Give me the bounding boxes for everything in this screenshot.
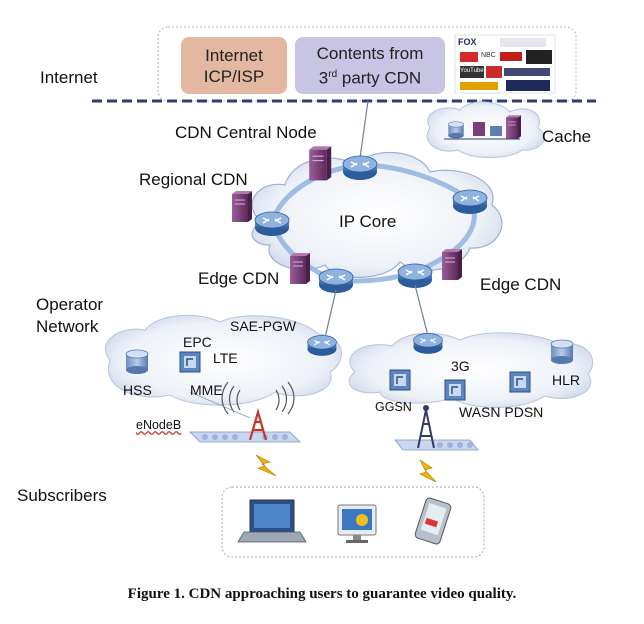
fox-logo: FOX [458,37,477,47]
icp-line1: Internet [205,46,263,65]
cache-cloud [426,101,545,158]
phone-icon [414,497,452,545]
lightning-icon-left [255,454,277,477]
label-enodeb: eNodeB [136,418,182,432]
pdsn-gateway [509,371,531,393]
ggsn-gateway [389,369,411,391]
label-ggsn: GGSN [375,400,412,414]
label-network: Network [36,317,99,336]
router-3g [412,332,444,355]
wasn-gateway [444,379,466,401]
label-regional-cdn: Regional CDN [139,170,248,189]
hss-db [125,349,149,375]
label-wasn-pdsn: WASN PDSN [459,404,544,420]
label-operator: Operator [36,295,104,314]
router-sae-pgw [306,334,338,357]
lte-gateway [179,351,201,373]
server-regional [231,190,253,223]
label-3g: 3G [451,358,470,374]
router-central [342,155,378,181]
enodeb-tower-icon [189,381,301,443]
label-epc: EPC [183,334,212,350]
icp-line2: ICP/ISP [203,67,265,86]
laptop-icon [237,499,307,543]
router-edge-left [318,268,354,294]
label-edge-cdn-left: Edge CDN [198,269,280,288]
label-cdn-central-node: CDN Central Node [175,123,317,142]
operator-left-cloud [104,314,342,406]
label-hss: HSS [123,382,152,398]
label-subscribers: Subscribers [17,486,107,505]
3g-tower-icon [394,405,479,451]
label-lte: LTE [213,350,238,366]
label-internet: Internet [40,68,98,87]
server-edge-left [289,252,311,285]
label-sae-pgw: SAE-PGW [230,318,297,334]
lightning-icon-right [419,459,437,483]
contents-3rd-party-box: Contents from 3rd party CDN [295,37,445,94]
icp-isp-box: Internet ICP/ISP [181,37,287,94]
router-right [452,189,488,215]
label-edge-cdn-right: Edge CDN [480,275,562,294]
desktop-icon [337,504,377,543]
contents-line2: 3rd party CDN [318,68,422,88]
label-hlr: HLR [552,372,581,388]
hlr-db [550,339,574,365]
youtube-logo: YouTube [460,68,484,74]
server-edge-right [441,248,463,281]
router-edge-right [397,263,433,289]
label-mme: MME [190,382,223,398]
figure-caption: Figure 1. CDN approaching users to guara… [127,586,517,602]
server-central [308,145,332,181]
contents-line1: Contents from [316,44,424,63]
label-cache: Cache [542,127,592,146]
nbc-logo: NBC [481,52,496,59]
label-ip-core: IP Core [339,212,397,231]
router-regional [254,211,290,237]
